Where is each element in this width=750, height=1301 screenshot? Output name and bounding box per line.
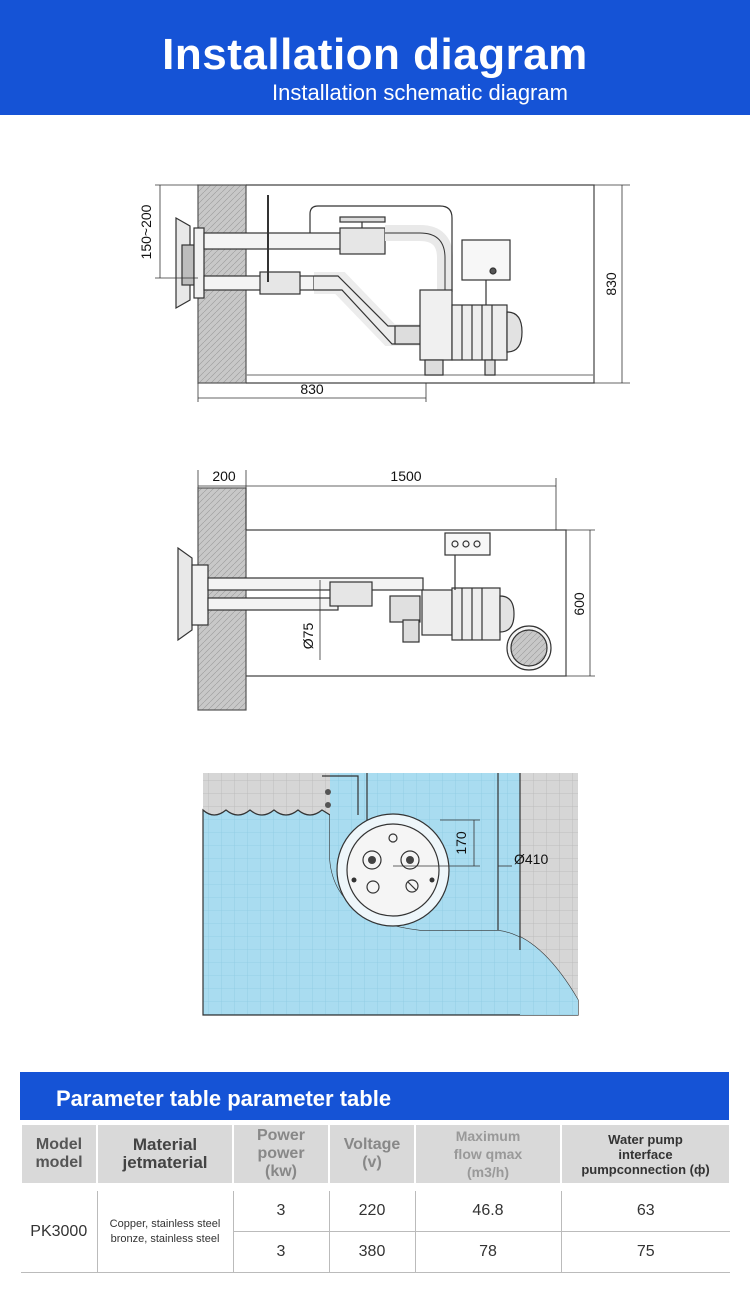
pipe-top-upper [207, 577, 424, 591]
side-view-diagram [155, 184, 630, 402]
cell-model: PK3000 [21, 1191, 98, 1273]
pump-motor [451, 304, 508, 361]
front-view-diagram [202, 773, 579, 1016]
cell-voltage: 380 [329, 1231, 416, 1273]
valve [339, 227, 386, 255]
top-view-diagram [177, 470, 595, 711]
dim-wall: 200 [212, 468, 236, 484]
dim-height: 600 [571, 592, 587, 616]
pump-motor-top [451, 587, 501, 641]
cell-flow: 46.8 [415, 1191, 562, 1232]
dim-height-right: 830 [603, 272, 619, 296]
cell-flow: 78 [415, 1231, 562, 1273]
jet-nozzle-top [177, 546, 193, 642]
cell-pump: 63 [561, 1191, 730, 1232]
pipe-top-lower [207, 597, 339, 611]
dim-width-bottom: 830 [300, 381, 324, 397]
cell-power: 3 [233, 1191, 330, 1232]
header-voltage: Voltage(v) [328, 1123, 416, 1185]
header-banner: Installation diagram Installation schema… [0, 0, 750, 115]
control-box [461, 239, 511, 281]
dim-length: 1500 [390, 468, 421, 484]
upper-pipe [203, 232, 345, 250]
cell-power: 3 [233, 1231, 330, 1273]
table-row: 3 380 78 75 [21, 1231, 730, 1273]
cell-voltage: 220 [329, 1191, 416, 1232]
jet-nozzle-right [400, 850, 420, 870]
control-box-top [444, 532, 491, 556]
page-title: Installation diagram [162, 30, 588, 79]
pump-housing [419, 289, 453, 361]
installation-diagrams: 150~200 830 830 200 15 [138, 184, 630, 1016]
dim-diameter: Ø410 [514, 851, 548, 867]
pool-water [202, 808, 579, 1016]
pump-housing-top [421, 589, 453, 636]
dim-pipe-diameter: Ø75 [300, 623, 316, 650]
page-subtitle: Installation schematic diagram [272, 80, 568, 105]
jet-nozzle-left [362, 850, 382, 870]
parameter-table-banner: Parameter table parameter table [20, 1072, 729, 1120]
dim-height-left: 150~200 [138, 204, 154, 259]
dim-offset: 170 [453, 831, 469, 855]
pump-pit-outline [246, 184, 595, 384]
parameter-table-title: Parameter table parameter table [56, 1086, 392, 1111]
cell-pump: 75 [561, 1231, 730, 1273]
pump-pit-top [246, 529, 567, 677]
